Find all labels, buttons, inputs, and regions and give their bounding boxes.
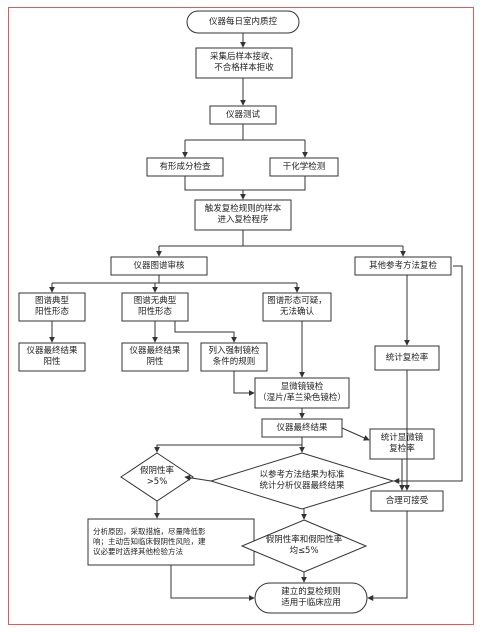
edge-review-split (52, 275, 297, 284)
node-compare-shape (209, 452, 395, 510)
edge-trigger-branch (159, 230, 403, 247)
edge-acceptable-end (367, 511, 408, 601)
edge-analyze-end (170, 565, 255, 601)
edge-test-split (185, 124, 305, 141)
edge-final-countmic (341, 427, 370, 441)
node-final-pos-shape (18, 342, 86, 372)
node-typical: 图谱典型 阳性形态 (34, 296, 69, 317)
edge-other-compare (393, 265, 463, 484)
node-other-method: 其他参考方法复检 (368, 260, 437, 271)
edge-mandatory-microscopy (233, 371, 255, 396)
node-final-neg: 仪器最终结果 阴性 (129, 346, 181, 367)
node-trigger: 触发复检规则的样本 进入复检程序 (204, 204, 282, 225)
node-count-rate: 统计复检率 (385, 352, 429, 363)
node-final-pos: 仪器最终结果 阳性 (26, 346, 78, 367)
node-fp-gt5: 假阴性率 >5% (139, 466, 174, 487)
node-graph-review: 仪器图谱审核 (133, 260, 185, 271)
diagram-frame (8, 7, 474, 625)
node-instrument-final: 仪器最终结果 (276, 422, 328, 433)
node-test: 仪器测试 (225, 109, 260, 120)
node-end: 建立的复检规则 适用于临床应用 (281, 587, 341, 608)
node-collect: 采集后样本接收、 不合格样本拒收 (209, 52, 278, 73)
node-final-neg-shape (121, 342, 189, 372)
edge-merge (184, 176, 306, 191)
node-count-microscopy-shape (369, 428, 435, 460)
edge-atypical-mandatory (174, 321, 237, 343)
node-count-microscopy: 统计显微镜 复检率 (380, 433, 424, 454)
node-microscopy-shape (254, 377, 350, 409)
edge-compare-fp-gt5 (184, 474, 212, 482)
node-suspicious-shape (262, 292, 332, 322)
node-mandatory: 列入强制镜检 条件的规则 (208, 346, 260, 367)
node-analyze-shape (87, 518, 255, 566)
node-mandatory-shape (200, 342, 268, 372)
node-drychem-shape (269, 157, 339, 177)
node-fp-le5: 假阴性率和假阳性率 均≤5% (265, 535, 343, 556)
node-suspicious: 图谱形态可疑， 无法确认 (267, 296, 327, 317)
node-atypical: 图谱无典型 阳性形态 (133, 296, 177, 317)
node-other-method-shape (354, 256, 452, 276)
node-analyze: 分析原因，采取措施，尽量降低影 响；主动告知临床假阴性风险，建 议必要时选择其他… (93, 527, 206, 556)
edge-instrument-to-fp (154, 444, 302, 453)
node-start: 仪器每日室内质控 (208, 16, 277, 27)
node-drychem: 干化学检测 (282, 161, 326, 172)
node-acceptable: 合理可接受 (385, 495, 429, 506)
node-collect-shape (195, 47, 293, 79)
node-microscopy: 显微镜镜检 （湿片/革兰染色镜检） (258, 382, 346, 403)
node-end-shape (254, 582, 368, 614)
node-compare: 以参考方法结果为标准 统计分析仪器最终结果 (259, 470, 345, 491)
node-count-rate-shape (374, 345, 440, 371)
node-typical-shape (18, 292, 86, 322)
node-formed: 有形成分检查 (159, 161, 211, 172)
